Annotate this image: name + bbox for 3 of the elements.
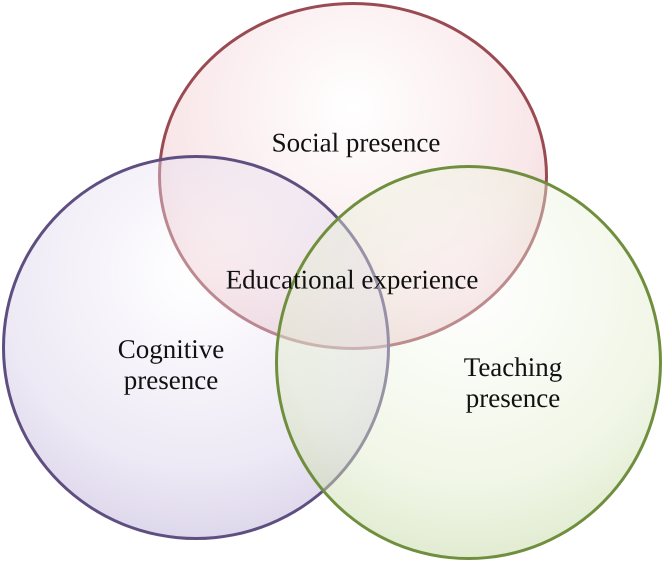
- circle-label: Teaching presence: [462, 352, 564, 414]
- circle-label: Cognitive presence: [116, 334, 226, 396]
- circle-label: Social presence: [270, 127, 442, 159]
